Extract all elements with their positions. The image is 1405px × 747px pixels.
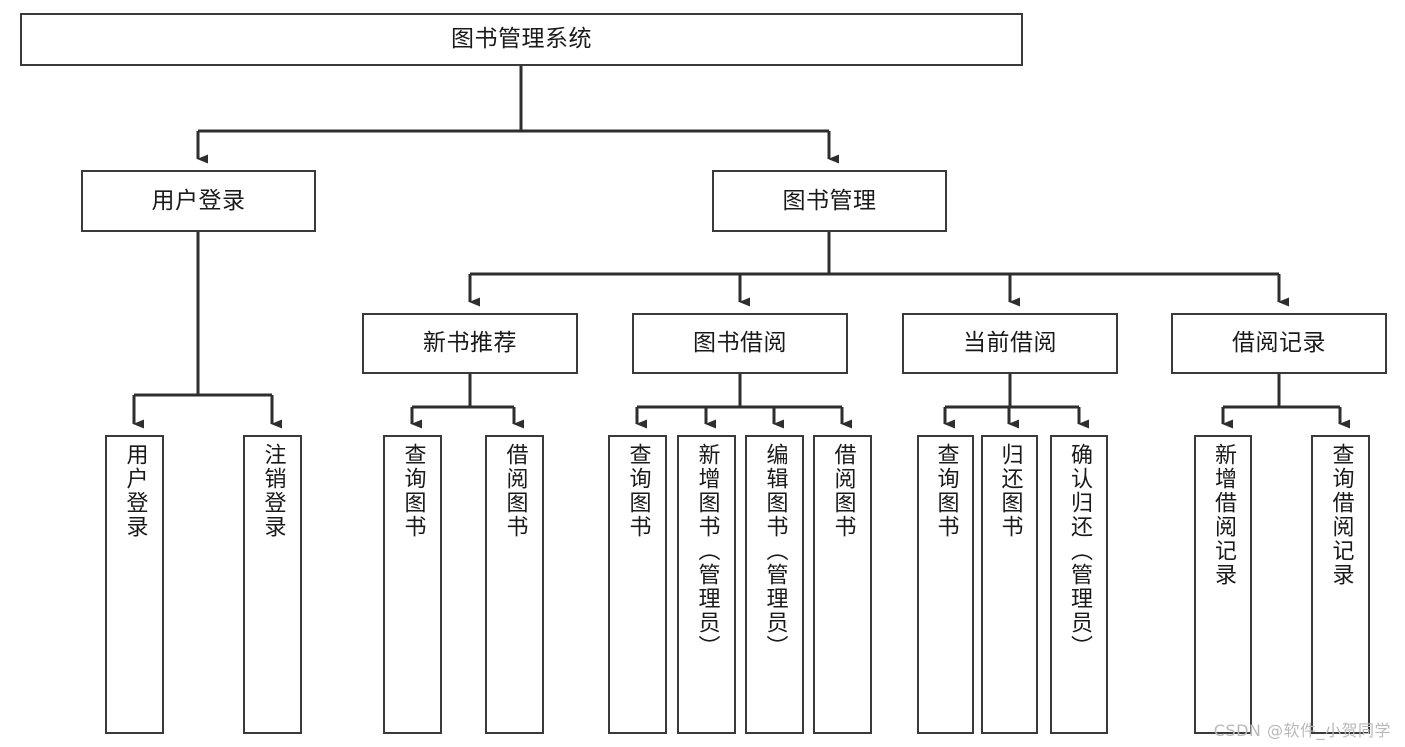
node-leaf-add-book[interactable]: 新增图书（管理员） bbox=[677, 435, 736, 734]
node-label: 图书管理 bbox=[782, 187, 877, 214]
node-label: 用户登录 bbox=[122, 443, 148, 539]
node-leaf-query-record[interactable]: 查询借阅记录 bbox=[1311, 435, 1370, 734]
node-leaf-confirm-return[interactable]: 确认归还（管理员） bbox=[1050, 435, 1108, 734]
node-label: 注销登录 bbox=[260, 443, 286, 539]
node-leaf-edit-book[interactable]: 编辑图书（管理员） bbox=[745, 435, 804, 734]
node-label: 编辑图书（管理员） bbox=[762, 443, 788, 659]
node-root-system[interactable]: 图书管理系统 bbox=[20, 13, 1023, 66]
node-label: 查询借阅记录 bbox=[1328, 443, 1354, 587]
node-label: 新增借阅记录 bbox=[1211, 443, 1236, 587]
node-label: 查询图书 bbox=[625, 443, 651, 539]
node-label: 当前借阅 bbox=[963, 330, 1057, 357]
node-borrow-record[interactable]: 借阅记录 bbox=[1171, 313, 1387, 374]
node-new-book-recommend[interactable]: 新书推荐 bbox=[362, 313, 578, 374]
node-label: 用户登录 bbox=[151, 187, 246, 214]
node-label: 新增图书（管理员） bbox=[694, 443, 720, 659]
node-leaf-return-book[interactable]: 归还图书 bbox=[981, 435, 1038, 734]
node-label: 借阅图书 bbox=[830, 443, 856, 539]
node-leaf-query-book-3[interactable]: 查询图书 bbox=[917, 435, 974, 734]
node-leaf-add-record[interactable]: 新增借阅记录 bbox=[1194, 435, 1252, 734]
node-label: 确认归还（管理员） bbox=[1067, 443, 1092, 659]
node-label: 借阅记录 bbox=[1232, 330, 1326, 357]
node-leaf-user-login[interactable]: 用户登录 bbox=[105, 435, 164, 734]
node-label: 新书推荐 bbox=[423, 330, 517, 357]
watermark-credit: CSDN @软件_小贺同学 bbox=[1213, 721, 1391, 740]
node-leaf-query-book-2[interactable]: 查询图书 bbox=[608, 435, 667, 734]
node-label: 图书管理系统 bbox=[451, 26, 592, 53]
node-leaf-logout[interactable]: 注销登录 bbox=[243, 435, 302, 734]
node-label: 查询图书 bbox=[933, 443, 959, 539]
node-leaf-borrow-book-2[interactable]: 借阅图书 bbox=[813, 435, 872, 734]
node-leaf-borrow-book-1[interactable]: 借阅图书 bbox=[485, 435, 544, 734]
node-book-manage[interactable]: 图书管理 bbox=[712, 170, 947, 232]
node-current-borrow[interactable]: 当前借阅 bbox=[902, 313, 1118, 374]
node-label: 图书借阅 bbox=[693, 330, 787, 357]
node-book-borrow[interactable]: 图书借阅 bbox=[632, 313, 848, 374]
node-leaf-query-book-1[interactable]: 查询图书 bbox=[383, 435, 442, 734]
node-label: 借阅图书 bbox=[502, 443, 528, 539]
node-user-login[interactable]: 用户登录 bbox=[81, 170, 316, 232]
node-label: 归还图书 bbox=[997, 443, 1023, 539]
node-label: 查询图书 bbox=[400, 443, 426, 539]
